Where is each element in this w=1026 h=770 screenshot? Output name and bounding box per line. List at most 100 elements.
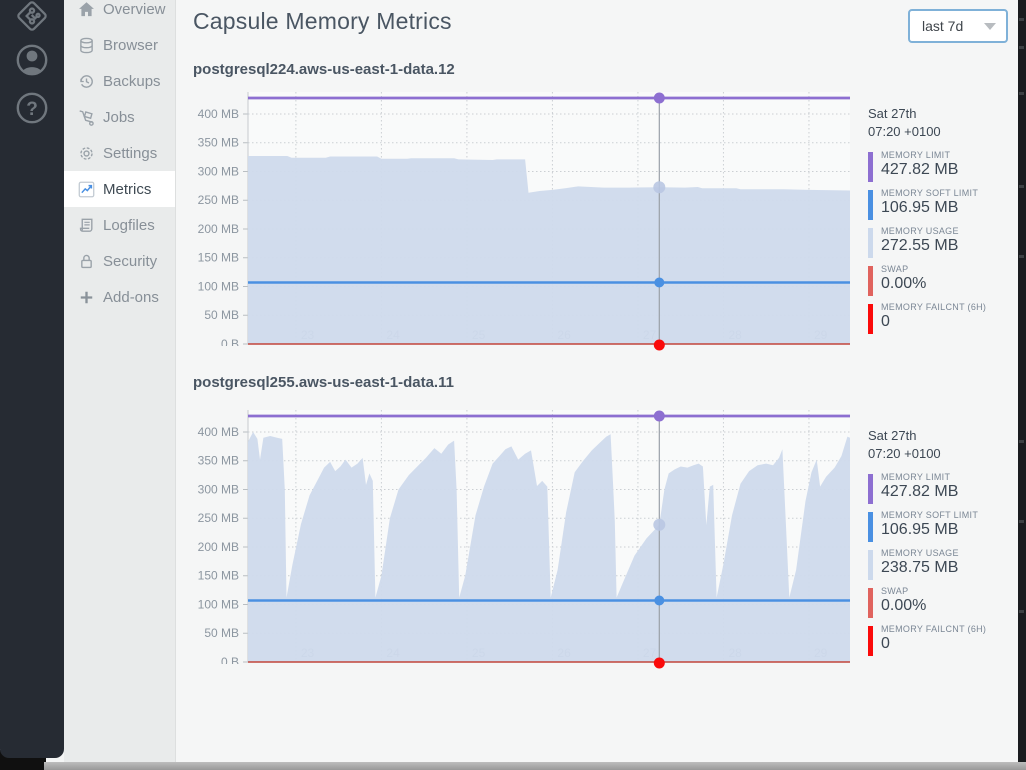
- sidebar-item-logfiles[interactable]: Logfiles: [64, 207, 175, 243]
- sidebar-item-label: Jobs: [103, 108, 135, 126]
- legend-label: MEMORY FAILCNT (6H): [881, 624, 987, 634]
- legend-value: 0.00%: [881, 275, 927, 292]
- main-content: Capsule Memory Metrics last 7d postgresq…: [176, 0, 1018, 762]
- legend-label: MEMORY USAGE: [881, 548, 959, 558]
- legend-value: 272.55 MB: [881, 237, 959, 254]
- legend-value: 427.82 MB: [881, 483, 959, 500]
- svg-text:300 MB: 300 MB: [198, 164, 239, 178]
- legend-value: 106.95 MB: [881, 199, 959, 216]
- svg-text:?: ?: [26, 99, 38, 120]
- svg-text:50 MB: 50 MB: [204, 308, 239, 322]
- legend-value: 106.95 MB: [881, 521, 959, 538]
- sidebar-item-label: Browser: [103, 36, 159, 54]
- sidebar-item-browser[interactable]: Browser: [64, 27, 175, 63]
- tooltip-date: Sat 27th: [868, 106, 917, 121]
- legend-label: MEMORY USAGE: [881, 226, 959, 236]
- legend-color-swatch: [868, 512, 873, 542]
- sidebar-item-jobs[interactable]: Jobs: [64, 99, 175, 135]
- svg-text:200 MB: 200 MB: [198, 540, 239, 554]
- sidebar-item-security[interactable]: Security: [64, 243, 175, 279]
- legend-entry-memory-failcnt-6h: MEMORY FAILCNT (6H)0: [868, 624, 1016, 656]
- legend-color-swatch: [868, 550, 873, 580]
- sidebar-item-metrics[interactable]: Metrics: [64, 171, 175, 207]
- user-avatar-icon[interactable]: [12, 40, 52, 80]
- svg-text:350 MB: 350 MB: [198, 136, 239, 150]
- chevron-down-icon: [984, 22, 996, 30]
- time-range-select[interactable]: last 7d: [908, 9, 1008, 43]
- help-icon[interactable]: ?: [12, 88, 52, 128]
- svg-text:100 MB: 100 MB: [198, 597, 239, 611]
- sidebar-item-label: Add-ons: [103, 288, 159, 306]
- svg-text:150 MB: 150 MB: [198, 569, 239, 583]
- home-icon: [77, 0, 95, 18]
- legend-value: 0: [881, 635, 890, 652]
- plus-icon: [77, 288, 95, 306]
- sidebar-item-backups[interactable]: Backups: [64, 63, 175, 99]
- line-chart-icon: [77, 180, 95, 198]
- legend-value: 238.75 MB: [881, 559, 959, 576]
- svg-text:50 MB: 50 MB: [204, 626, 239, 640]
- svg-text:400 MB: 400 MB: [198, 425, 239, 439]
- legend-label: MEMORY LIMIT: [881, 150, 951, 160]
- svg-text:0 B: 0 B: [221, 655, 239, 669]
- sidebar-item-label: Settings: [103, 144, 158, 162]
- tooltip-time: 07:20 +0100: [868, 124, 941, 139]
- legend-label: MEMORY FAILCNT (6H): [881, 302, 987, 312]
- background-window-strip: [1018, 0, 1026, 762]
- sidebar-item-label: Logfiles: [103, 216, 155, 234]
- legend-entry-memory-failcnt-6h: MEMORY FAILCNT (6H)0: [868, 302, 1016, 334]
- scroll-icon: [77, 216, 95, 234]
- legend-color-swatch: [868, 152, 873, 182]
- capsule-name-1: postgresql224.aws-us-east-1-data.12: [193, 61, 455, 78]
- database-icon: [77, 36, 95, 54]
- hand-truck-icon: [77, 108, 95, 126]
- legend-label: SWAP: [881, 586, 909, 596]
- sidebar-item-label: Metrics: [103, 180, 152, 198]
- legend-color-swatch: [868, 190, 873, 220]
- page-title: Capsule Memory Metrics: [193, 8, 452, 34]
- legend-value: 427.82 MB: [881, 161, 959, 178]
- sidebar-item-label: Overview: [103, 0, 166, 18]
- lock-icon: [77, 252, 95, 270]
- svg-text:150 MB: 150 MB: [198, 251, 239, 265]
- sidebar-item-label: Security: [103, 252, 158, 270]
- svg-text:0 B: 0 B: [221, 337, 239, 351]
- svg-text:250 MB: 250 MB: [198, 511, 239, 525]
- svg-text:300 MB: 300 MB: [198, 482, 239, 496]
- tooltip-date: Sat 27th: [868, 428, 917, 443]
- sidebar-item-overview[interactable]: Overview: [64, 0, 175, 27]
- time-range-value: last 7d: [922, 18, 964, 34]
- svg-text:400 MB: 400 MB: [198, 107, 239, 121]
- legend-color-swatch: [868, 626, 873, 656]
- app-rail: ?: [0, 0, 64, 758]
- gear-icon: [77, 144, 95, 162]
- legend-color-swatch: [868, 304, 873, 334]
- sidebar-item-add-ons[interactable]: Add-ons: [64, 279, 175, 315]
- capsule-name-2: postgresql255.aws-us-east-1-data.11: [193, 374, 454, 391]
- tooltip-timestamp: Sat 27th 07:20 +0100: [868, 105, 1016, 141]
- legend-value: 0.00%: [881, 597, 927, 614]
- legend-color-swatch: [868, 228, 873, 258]
- sidebar-item-settings[interactable]: Settings: [64, 135, 175, 171]
- svg-text:350 MB: 350 MB: [198, 454, 239, 468]
- app-logo-icon[interactable]: [12, 0, 52, 36]
- legend-label: MEMORY SOFT LIMIT: [881, 188, 979, 198]
- legend-label: SWAP: [881, 264, 909, 274]
- sidebar-item-label: Backups: [103, 72, 161, 90]
- legend-label: MEMORY SOFT LIMIT: [881, 510, 979, 520]
- svg-text:250 MB: 250 MB: [198, 193, 239, 207]
- legend-value: 0: [881, 313, 890, 330]
